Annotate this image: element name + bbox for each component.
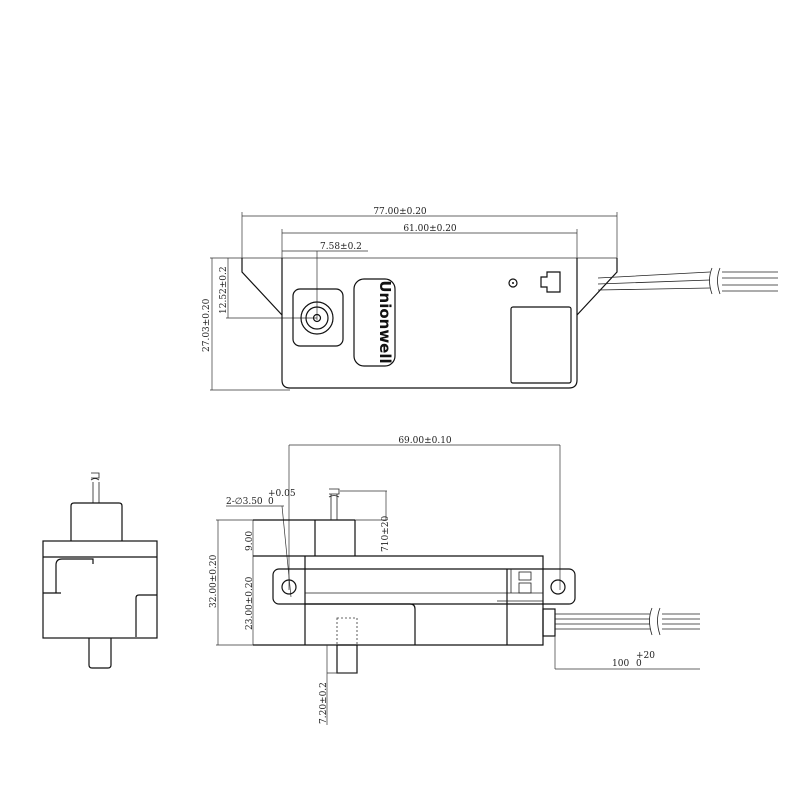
hole-spacing-label: 69.00±0.10	[398, 436, 452, 446]
led-dot	[512, 282, 514, 284]
top-cable	[597, 267, 778, 295]
right-flange	[576, 258, 618, 316]
connector-pin	[312, 313, 322, 323]
dim-body-height: 23.00±0.20	[245, 556, 255, 645]
overall-length-label: 77.00±0.20	[373, 207, 427, 217]
port-icon	[540, 271, 561, 293]
dim-hole-spec: 2-∅3.50 +0.05 0	[226, 489, 296, 598]
dim-total-height: 32.00±0.20	[209, 519, 387, 646]
side-body	[42, 540, 158, 639]
brand-logo: Unionwell	[376, 280, 394, 363]
cable-gland	[542, 608, 556, 637]
drawing-line	[518, 582, 532, 594]
connector-outer-ring	[300, 301, 334, 335]
break-mark-icon	[649, 607, 661, 636]
dim-hole-spacing: 69.00±0.10	[288, 436, 561, 590]
mounting-hole-right	[550, 579, 566, 595]
connector-inner-ring	[305, 306, 329, 330]
left-flange	[241, 258, 283, 316]
post-length-label: 7.20±0.2	[319, 682, 329, 724]
coaxial-connector	[292, 288, 344, 347]
led-indicator	[508, 278, 518, 288]
wire-tolerance-upper: +20	[636, 651, 655, 661]
mounting-flange	[272, 568, 576, 605]
dim-overall-height: 27.03±0.20	[202, 257, 617, 391]
total-height-label: 32.00±0.20	[209, 554, 219, 608]
drawing-line	[135, 594, 157, 637]
top-wire	[330, 494, 338, 520]
hole-spec-label: 2-∅3.50	[226, 497, 263, 507]
drawing-line	[597, 271, 711, 291]
break-mark-icon	[328, 488, 340, 498]
dim-post-length: 7.20±0.2	[319, 645, 357, 725]
dim-connector-height: 12.52±0.2	[219, 258, 317, 319]
top-block-height-label: 9.00	[245, 531, 255, 551]
connector-offset-label: 7.58±0.2	[320, 242, 362, 252]
hole-tolerance-upper: +0.05	[268, 489, 296, 499]
post-hidden	[336, 617, 358, 646]
connector-height-label: 12.52±0.2	[219, 266, 229, 314]
overall-height-label: 27.03±0.20	[202, 298, 212, 352]
dim-top-block: 9.00	[245, 520, 255, 556]
wire-length-label: 100	[612, 659, 629, 669]
drawing-line	[722, 271, 778, 292]
drawing-line	[518, 571, 532, 581]
sensor-body-top	[281, 258, 578, 389]
hole-tolerance-lower: 0	[268, 497, 274, 507]
sensing-window	[510, 306, 572, 384]
logo-plate	[353, 278, 396, 367]
top-view: 77.00±0.20 61.00±0.20 7.58±0.2 27.03±0.2…	[202, 207, 778, 391]
wire-tolerance-lower: 0	[636, 659, 642, 669]
break-mark-icon	[90, 472, 100, 481]
break-mark-icon	[709, 267, 721, 295]
drawing-line	[662, 613, 700, 630]
side-post	[88, 638, 112, 669]
side-connector-block	[70, 502, 123, 541]
mounting-hole-left	[281, 579, 297, 595]
side-wire	[92, 482, 100, 503]
front-body	[253, 555, 544, 646]
dim-wire-length: 100 +20 0	[554, 636, 700, 670]
body-height-label: 23.00±0.20	[245, 576, 255, 630]
front-view: 69.00±0.10 2-∅3.50 +0.05 0 32.00±0.20 9.…	[209, 436, 700, 725]
dim-body-length: 61.00±0.20	[281, 224, 578, 258]
dim-top-wire: 710±20	[340, 490, 391, 552]
top-block	[253, 519, 356, 556]
body-length-label: 61.00±0.20	[403, 224, 457, 234]
drawing-line	[305, 603, 416, 645]
drawing-line	[43, 558, 94, 594]
drawing-line	[281, 505, 292, 598]
dim-overall-length: 77.00±0.20	[241, 207, 618, 258]
dim-connector-offset: 7.58±0.2	[282, 242, 368, 320]
front-cable	[555, 607, 700, 636]
front-post	[336, 644, 358, 674]
top-wire-length-label: 710±20	[381, 516, 391, 552]
side-view	[42, 472, 158, 669]
drawing-line	[555, 613, 650, 630]
